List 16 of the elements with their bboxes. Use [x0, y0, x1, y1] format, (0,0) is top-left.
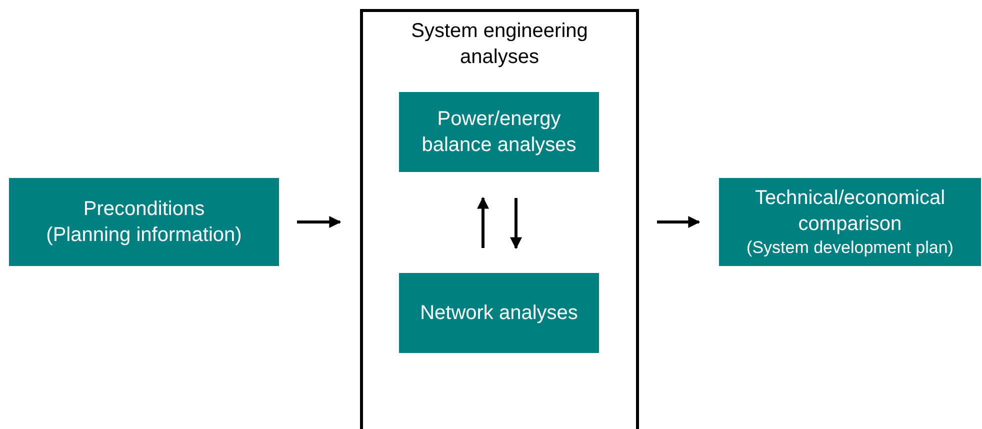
arrow: [657, 216, 700, 228]
container-box: [360, 9, 639, 429]
process-box: [719, 178, 981, 266]
arrow: [477, 196, 489, 248]
container-title: System engineering analyses: [410, 19, 589, 70]
arrow: [510, 198, 522, 250]
arrow: [297, 216, 342, 228]
box-subtitle: (System development plan): [746, 237, 954, 259]
box-subtitle: (Planning information): [46, 223, 242, 248]
process-box: [399, 273, 599, 353]
box-title: Technical/economical comparison: [754, 186, 946, 237]
box-title: Preconditions: [83, 197, 205, 222]
box-title: Power/energy balance analyses: [420, 107, 578, 158]
box-title: Network analyses: [420, 301, 578, 326]
process-box: [9, 178, 279, 266]
process-box: [399, 92, 599, 172]
